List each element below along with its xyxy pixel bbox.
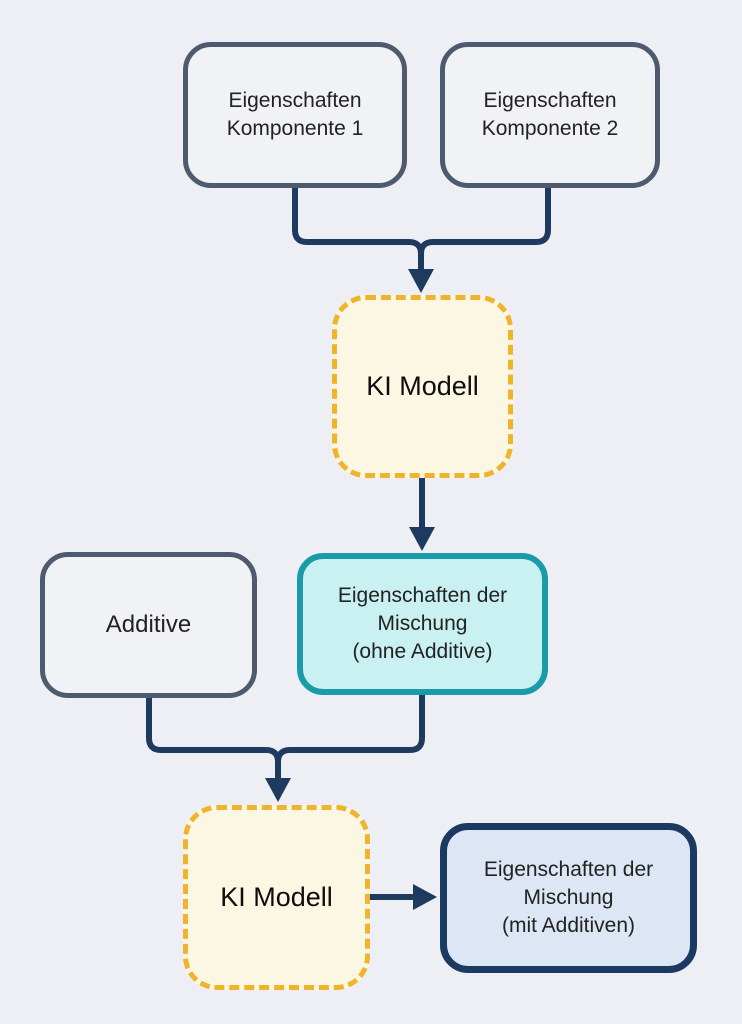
- node-ki-modell-bottom: KI Modell: [183, 805, 370, 990]
- node-mischung-mit-additiven: Eigenschaften der Mischung (mit Additive…: [440, 823, 697, 973]
- node-eigenschaften-komponente-2: Eigenschaften Komponente 2: [440, 42, 660, 188]
- connector-mix-ohne-to-ki-bottom: [275, 692, 425, 765]
- node-ki-modell-top: KI Modell: [332, 295, 513, 478]
- connector-component1-to-ki-top: [292, 185, 424, 275]
- connector-component2-to-ki-top: [418, 185, 551, 257]
- arrowhead-into-ki-bottom: [265, 778, 291, 802]
- node-eigenschaften-komponente-1: Eigenschaften Komponente 1: [183, 42, 407, 188]
- connector-additive-to-ki-bottom: [146, 695, 281, 783]
- arrowhead-into-ki-top: [408, 269, 434, 293]
- arrowhead-into-mix-ohne: [409, 527, 435, 551]
- node-additive: Additive: [40, 552, 257, 698]
- node-mischung-ohne-additive: Eigenschaften der Mischung (ohne Additiv…: [297, 553, 548, 695]
- arrowhead-into-mix-mit: [413, 884, 437, 910]
